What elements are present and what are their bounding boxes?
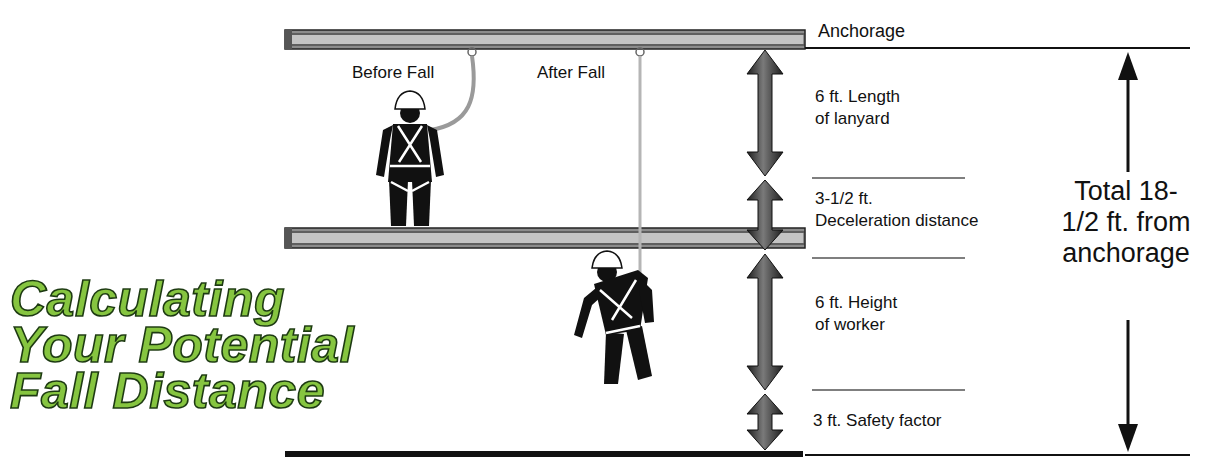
wrap-spacer [893,188,995,210]
harness [390,126,430,191]
beam-body [285,30,805,49]
hard-hat [592,251,622,268]
worker-arm [376,125,393,177]
anchor-ring [468,48,476,56]
dimension-label: 3-1/2 ft. Deceleration distance [815,188,995,232]
total-arrow-shaft [1127,320,1130,428]
lanyard [430,56,474,130]
reference-line [812,177,965,179]
total-arrow-head [1118,424,1138,452]
beam-end [285,228,292,248]
worker-arm [427,125,444,177]
diagram-title: Calculating Your Potential Fall Distance [10,276,380,414]
anchorage-beam [285,30,805,49]
label-block: Before Fall [352,63,434,83]
worker-arm [638,276,654,323]
anchor-ring [636,48,644,56]
beam-end [285,30,292,49]
reference-line [805,47,1190,49]
ground-line [285,451,803,457]
harness [600,280,640,333]
dimension-arrow [747,180,783,250]
reference-line [805,454,1190,456]
hard-hat [395,91,425,109]
label-block: After Fall [537,63,605,83]
beam-highlight [287,35,803,44]
lifeline [639,56,642,276]
dimension-arrow [747,50,783,176]
dimension-label: 6 ft. Height of worker [815,292,905,336]
beam-highlight [287,233,803,243]
label-block: Anchorage [818,20,905,42]
worker-leg [626,326,652,380]
state-label: After Fall [537,63,605,83]
label-block: Total 18-1/2 ft. from anchorage [1060,176,1192,269]
dimension-label: 6 ft. Length of lanyard [815,86,905,130]
beam-flange [285,34,805,35]
total-arrow-shaft [1127,74,1130,172]
beam-flange [285,244,805,245]
worker-torso [388,124,432,182]
dimension-arrow [747,254,783,390]
floor-beam [285,228,805,248]
dimension-arrow [747,394,783,450]
reference-line [812,257,965,259]
beam-flange [285,232,805,233]
total-label: Total 18-1/2 ft. from anchorage [1060,176,1192,269]
dimension-label: 3 ft. Safety factor [813,411,942,431]
worker-leg [604,332,624,384]
worker-after-fall [574,251,654,384]
label-block: 3 ft. Safety factor [813,411,942,431]
state-label: Before Fall [352,63,434,83]
label-block: 3-1/2 ft. Deceleration distance [815,188,995,232]
worker-arm [574,288,602,338]
beam-body [285,228,805,248]
anchorage-label: Anchorage [818,20,905,42]
total-arrow-head [1118,52,1138,80]
worker-before-fall [376,91,444,226]
label-block: 6 ft. Length of lanyard [815,86,905,130]
reference-line [812,389,965,391]
label-block: 6 ft. Height of worker [815,292,905,336]
beam-flange [285,45,805,46]
